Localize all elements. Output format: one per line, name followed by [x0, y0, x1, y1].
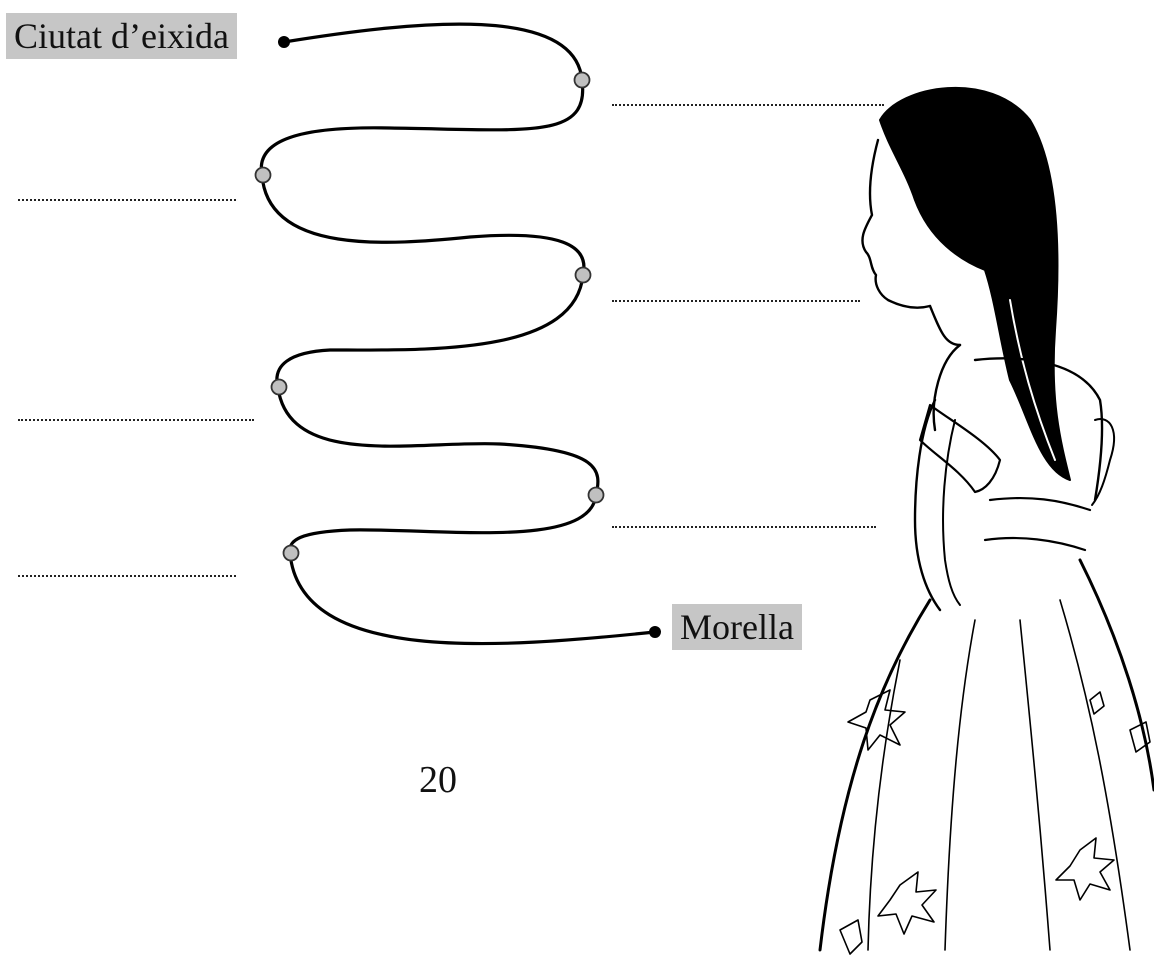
stop-marker — [284, 546, 299, 561]
stop-marker — [576, 268, 591, 283]
route-path — [261, 24, 655, 644]
stop-marker — [575, 73, 590, 88]
answer-blank-line[interactable] — [18, 199, 236, 201]
stop-marker — [589, 488, 604, 503]
start-point — [278, 36, 290, 48]
answer-blank-line[interactable] — [612, 104, 884, 106]
answer-blank-line[interactable] — [18, 575, 236, 577]
answer-blank-line[interactable] — [18, 419, 254, 421]
start-city-label: Ciutat d’eixida — [6, 13, 237, 59]
answer-blank-line[interactable] — [612, 526, 876, 528]
stop-marker — [272, 380, 287, 395]
girl-in-dress-illustration — [820, 88, 1154, 954]
end-city-label: Morella — [672, 604, 802, 650]
stop-marker — [256, 168, 271, 183]
end-point — [649, 626, 661, 638]
page-number: 20 — [398, 758, 478, 802]
answer-blank-line[interactable] — [612, 300, 860, 302]
